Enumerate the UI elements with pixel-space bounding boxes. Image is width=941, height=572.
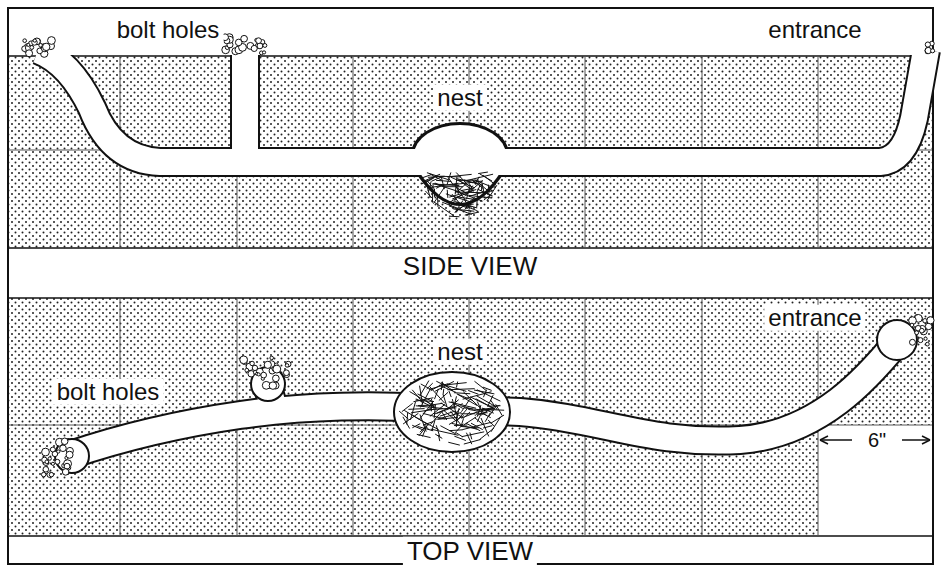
frame	[8, 8, 933, 564]
grid	[9, 56, 932, 536]
nest-material	[421, 172, 497, 217]
side-tunnel	[9, 30, 932, 205]
view-title: SIDE VIEW	[399, 252, 541, 281]
part-label: entrance	[764, 305, 865, 331]
view-title: TOP VIEW	[403, 537, 537, 566]
part-label: nest	[433, 85, 486, 111]
part-label: nest	[433, 339, 486, 365]
top-tunnel	[55, 320, 917, 473]
scale-cell	[818, 425, 932, 536]
soil	[9, 298, 932, 536]
scale-label: 6"	[864, 429, 890, 451]
nest-material	[399, 381, 504, 446]
part-label: bolt holes	[113, 17, 224, 43]
part-label: entrance	[764, 17, 865, 43]
part-label: bolt holes	[53, 379, 164, 405]
dirt-mound	[22, 34, 935, 478]
